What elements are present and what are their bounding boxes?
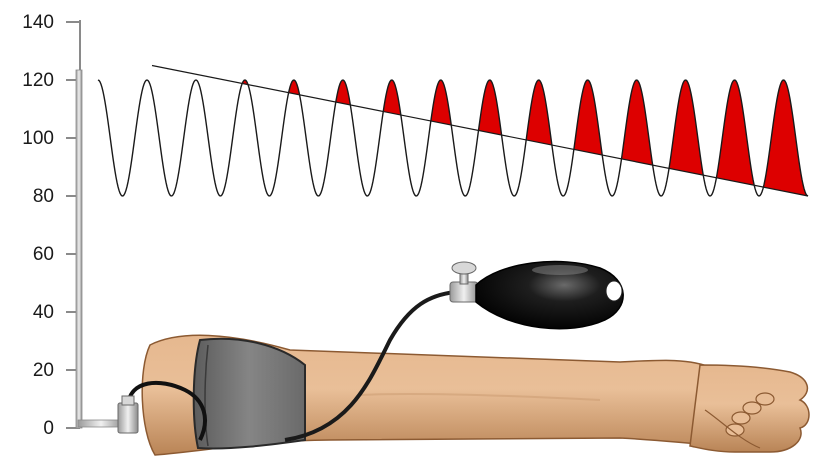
- oscillation-waveform: [98, 66, 808, 197]
- y-tick-label: 20: [33, 360, 54, 381]
- y-tick-label: 80: [33, 186, 54, 207]
- valve: [450, 262, 478, 302]
- y-tick-label: 100: [22, 128, 54, 149]
- pump-bulb: [476, 262, 623, 329]
- pressure-oscillation-line: [98, 80, 808, 196]
- hand: [690, 365, 809, 452]
- pulse-highlight: [764, 80, 808, 196]
- pulse-highlight: [717, 80, 755, 185]
- inflatable-cuff: [194, 339, 305, 449]
- cuff-pressure-line: [152, 66, 808, 197]
- y-axis: 0 20 40 60 80 100 120 140: [22, 12, 80, 439]
- y-tick-label: 120: [22, 70, 54, 91]
- pressure-gauge-stand: [76, 70, 124, 428]
- y-tick-label: 40: [33, 302, 54, 323]
- y-tick-label: 0: [43, 418, 54, 439]
- y-ticks: 0 20 40 60 80 100 120 140: [22, 12, 80, 439]
- y-tick-label: 140: [22, 12, 54, 33]
- y-tick-label: 60: [33, 244, 54, 265]
